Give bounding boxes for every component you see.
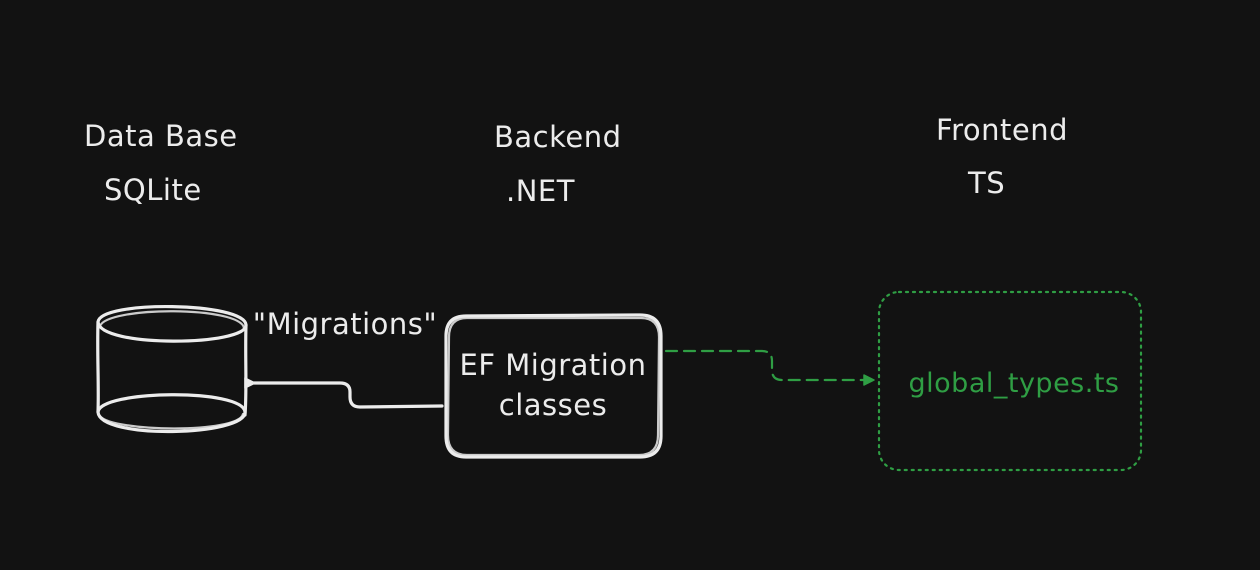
frontend-tech: TS xyxy=(967,166,1005,200)
migrations-edge-label: "Migrations" xyxy=(253,307,438,341)
global-types-label: global_types.ts xyxy=(909,368,1120,399)
database-cylinder-icon xyxy=(96,305,248,434)
database-tech: SQLite xyxy=(104,173,202,207)
ef-box-line1: EF Migration xyxy=(460,348,647,382)
ef-box-line2: classes xyxy=(499,388,607,422)
ef-migration-node[interactable]: EF Migration classes xyxy=(444,313,663,459)
generate-types-arrow xyxy=(664,349,876,386)
backend-tech: .NET xyxy=(506,174,575,208)
frontend-title: Frontend xyxy=(936,113,1068,147)
backend-title: Backend xyxy=(494,120,622,154)
global-types-node[interactable]: global_types.ts xyxy=(877,290,1143,472)
migrations-arrow xyxy=(244,377,444,409)
global-types-box xyxy=(877,290,1143,472)
database-title: Data Base xyxy=(84,119,238,153)
